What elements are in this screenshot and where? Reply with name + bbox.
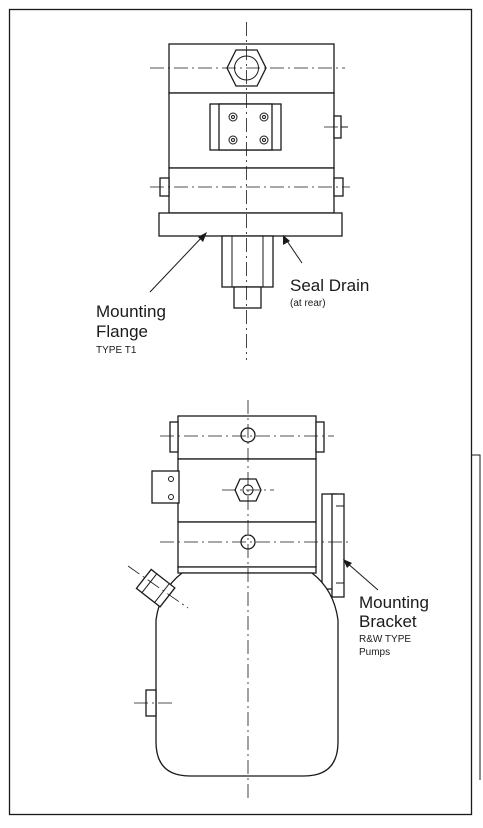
top-pump-view xyxy=(150,22,350,360)
bottom-top-nut-right xyxy=(315,421,325,453)
angled-fill-port xyxy=(135,568,176,608)
lower-block xyxy=(168,167,335,214)
bottom-pump-view xyxy=(127,400,348,800)
edge-marker xyxy=(471,454,481,780)
mounting-flange-label-line2: Flange xyxy=(96,322,148,341)
mounting-bracket-leader xyxy=(345,561,379,591)
mounting-bracket-note2: Pumps xyxy=(359,647,390,658)
port-plate-inner xyxy=(218,103,273,151)
mounting-flange-note: TYPE T1 xyxy=(96,345,137,356)
mounting-bracket-label-line2: Bracket xyxy=(359,612,417,631)
seal-drain-note: (at rear) xyxy=(290,298,326,309)
mounting-bracket-note1: R&W TYPE xyxy=(359,634,411,645)
reservoir-neck xyxy=(177,566,317,574)
bottom-top-nut-left xyxy=(169,421,179,453)
mounting-bracket-label-line1: Mounting xyxy=(359,593,429,612)
side-bracket-left xyxy=(151,470,180,504)
page-frame xyxy=(8,8,473,816)
shaft-end xyxy=(233,286,262,309)
mounting-flange-label-line1: Mounting xyxy=(96,302,166,321)
mounting-flange-plate xyxy=(158,212,343,237)
mounting-flange-leader xyxy=(149,234,205,293)
lower-block-nut-right xyxy=(333,177,344,197)
port-plate-bolts xyxy=(228,112,269,145)
reservoir-body xyxy=(155,572,339,777)
seal-drain-label: Seal Drain xyxy=(290,276,369,295)
mounting-bracket-flange xyxy=(331,493,345,598)
shaft-housing xyxy=(221,235,274,288)
